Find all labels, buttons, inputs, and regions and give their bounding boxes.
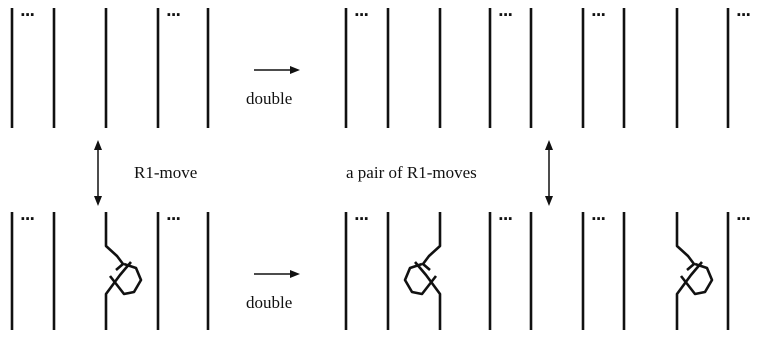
arrowhead-icon xyxy=(545,140,553,150)
bottom-left-strands: ··· ··· xyxy=(10,210,210,330)
arrowhead-icon xyxy=(545,196,553,206)
arrowhead-icon xyxy=(94,196,102,206)
ellipsis: ··· xyxy=(498,6,512,24)
double-arrow-top: double xyxy=(246,66,300,108)
r1-kink-loop xyxy=(679,262,714,296)
double-label: double xyxy=(246,89,292,108)
ellipsis: ··· xyxy=(591,210,605,228)
ellipsis: ··· xyxy=(736,210,750,228)
double-arrow-bottom: double xyxy=(246,270,300,312)
ellipsis: ··· xyxy=(20,210,34,228)
r1-kink-strand xyxy=(421,212,442,271)
r1-move-arrow: R1-move xyxy=(94,140,197,206)
arrowhead-icon xyxy=(290,66,300,74)
top-left-strands: ··· ··· xyxy=(10,6,210,128)
ellipsis: ··· xyxy=(166,6,180,24)
ellipsis: ··· xyxy=(736,6,750,24)
r1-kink-strand xyxy=(675,212,696,271)
r1-kink-strand xyxy=(104,212,125,271)
r1-move-label: R1-move xyxy=(134,163,197,182)
r1-kink-strand xyxy=(675,261,703,330)
r1-kink-loop xyxy=(108,262,143,296)
r1-kink-strand xyxy=(104,261,132,330)
r1-kink-loop xyxy=(403,262,438,296)
pair-r1-moves-label: a pair of R1-moves xyxy=(346,163,477,182)
ellipsis: ··· xyxy=(354,210,368,228)
double-label: double xyxy=(246,293,292,312)
ellipsis: ··· xyxy=(498,210,512,228)
arrowhead-icon xyxy=(290,270,300,278)
ellipsis: ··· xyxy=(354,6,368,24)
pair-r1-moves-arrow: a pair of R1-moves xyxy=(346,140,553,206)
r1-kink-strand xyxy=(414,261,442,330)
ellipsis: ··· xyxy=(591,6,605,24)
ellipsis: ··· xyxy=(20,6,34,24)
ellipsis: ··· xyxy=(166,210,180,228)
arrowhead-icon xyxy=(94,140,102,150)
bottom-right-strands: ··· ··· ··· ··· xyxy=(344,210,751,330)
top-right-strands: ··· ··· ··· ··· xyxy=(344,6,751,128)
